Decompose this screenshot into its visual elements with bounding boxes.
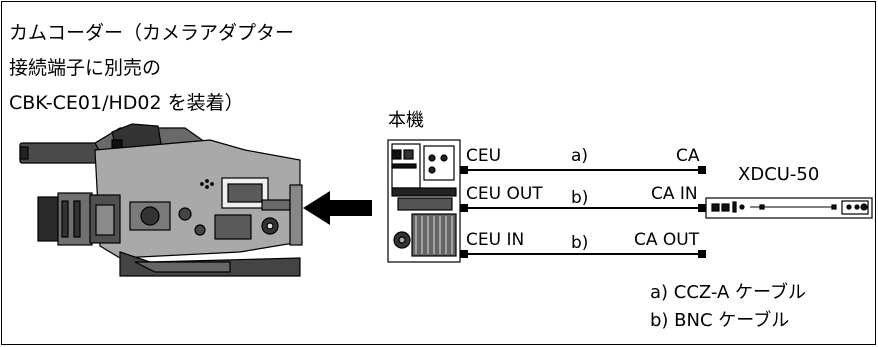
cable-type-a: a) (571, 146, 589, 166)
port-ceu-in: CEU IN (466, 230, 525, 250)
cable-a-ceu-ca (460, 166, 706, 174)
cable-type-b-2: b) (571, 233, 589, 253)
unit-label: 本機 (388, 110, 424, 131)
legend-cable-a: a) CCZ-A ケーブル (650, 282, 806, 303)
camcorder-caption-line-3: CBK-CE01/HD02 を装着） (9, 92, 244, 114)
port-ca-out: CA OUT (634, 230, 700, 250)
cable-type-b-1: b) (571, 188, 589, 208)
camcorder-caption-line-1: カムコーダー（カメラアダプター (9, 22, 295, 44)
cable-b-ceu-out-ca-in (460, 204, 706, 212)
port-ca: CA (676, 146, 700, 166)
camcorder-illustration (19, 123, 303, 277)
connect-arrow (303, 191, 372, 225)
cable-b-ceu-in-ca-out (460, 250, 706, 258)
port-ca-in: CA IN (651, 184, 698, 204)
legend-cable-b: b) BNC ケーブル (650, 310, 790, 331)
port-ceu-out: CEU OUT (466, 184, 543, 204)
camera-adapter-illustration (387, 139, 461, 263)
xdcu-unit-illustration (705, 197, 873, 219)
xdcu-label: XDCU-50 (738, 164, 820, 185)
port-ceu: CEU (466, 146, 502, 166)
camcorder-caption-line-2: 接続端子に別売の (9, 57, 162, 79)
